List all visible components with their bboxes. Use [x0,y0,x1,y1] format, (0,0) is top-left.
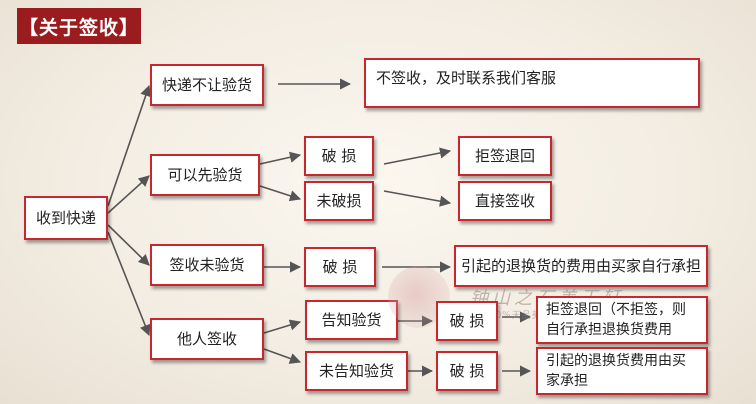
node-damaged-4: 破 损 [436,351,498,391]
arrow-receive-to-inspect-first [107,175,150,214]
node-receive: 收到快递 [24,196,108,240]
page-title: 【关于签收】 [17,8,141,44]
node-informed: 告知验货 [305,300,398,340]
node-inspect-first: 可以先验货 [150,154,260,196]
arrow-inspect-to-damaged [259,151,302,165]
node-no-inspect: 快递不让验货 [150,64,264,106]
arrow-receive-to-others-sign [107,231,151,337]
arrow-damaged-to-reject [383,147,452,165]
node-buyer-pays-1: 引起的退换货的费用由买家自行承担 [454,245,708,287]
arrow-receive-to-no-inspect [107,84,152,207]
node-others-sign: 他人签收 [150,318,264,360]
node-damaged-3: 破 损 [436,301,498,341]
node-reject-note: 拒签退回（不拒签，则自行承担退换货费用 [536,296,708,344]
node-sign-no-inspect: 签收未验货 [150,244,264,286]
node-reject: 拒签退回 [458,136,552,176]
arrow-others-to-informed [263,319,302,334]
node-not-informed: 未告知验货 [305,351,408,391]
node-damaged-2: 破 损 [304,247,376,287]
arrow-inspect-to-undamaged [259,185,302,202]
arrow-receive-to-sign-no-inspect [107,224,150,266]
arrow-others-to-not-informed [263,348,302,364]
node-undamaged: 未破损 [304,181,374,221]
node-sign-direct: 直接签收 [458,181,552,221]
node-damaged-1: 破 损 [304,136,374,176]
watermark-subtext: 100%天品美玉 [482,311,552,321]
node-contact: 不签收，及时联系我们客服 [364,58,700,108]
arrow-undamaged-to-sign [383,190,452,207]
node-buyer-pays-2: 引起的退换货费用由买家承担 [536,347,708,395]
